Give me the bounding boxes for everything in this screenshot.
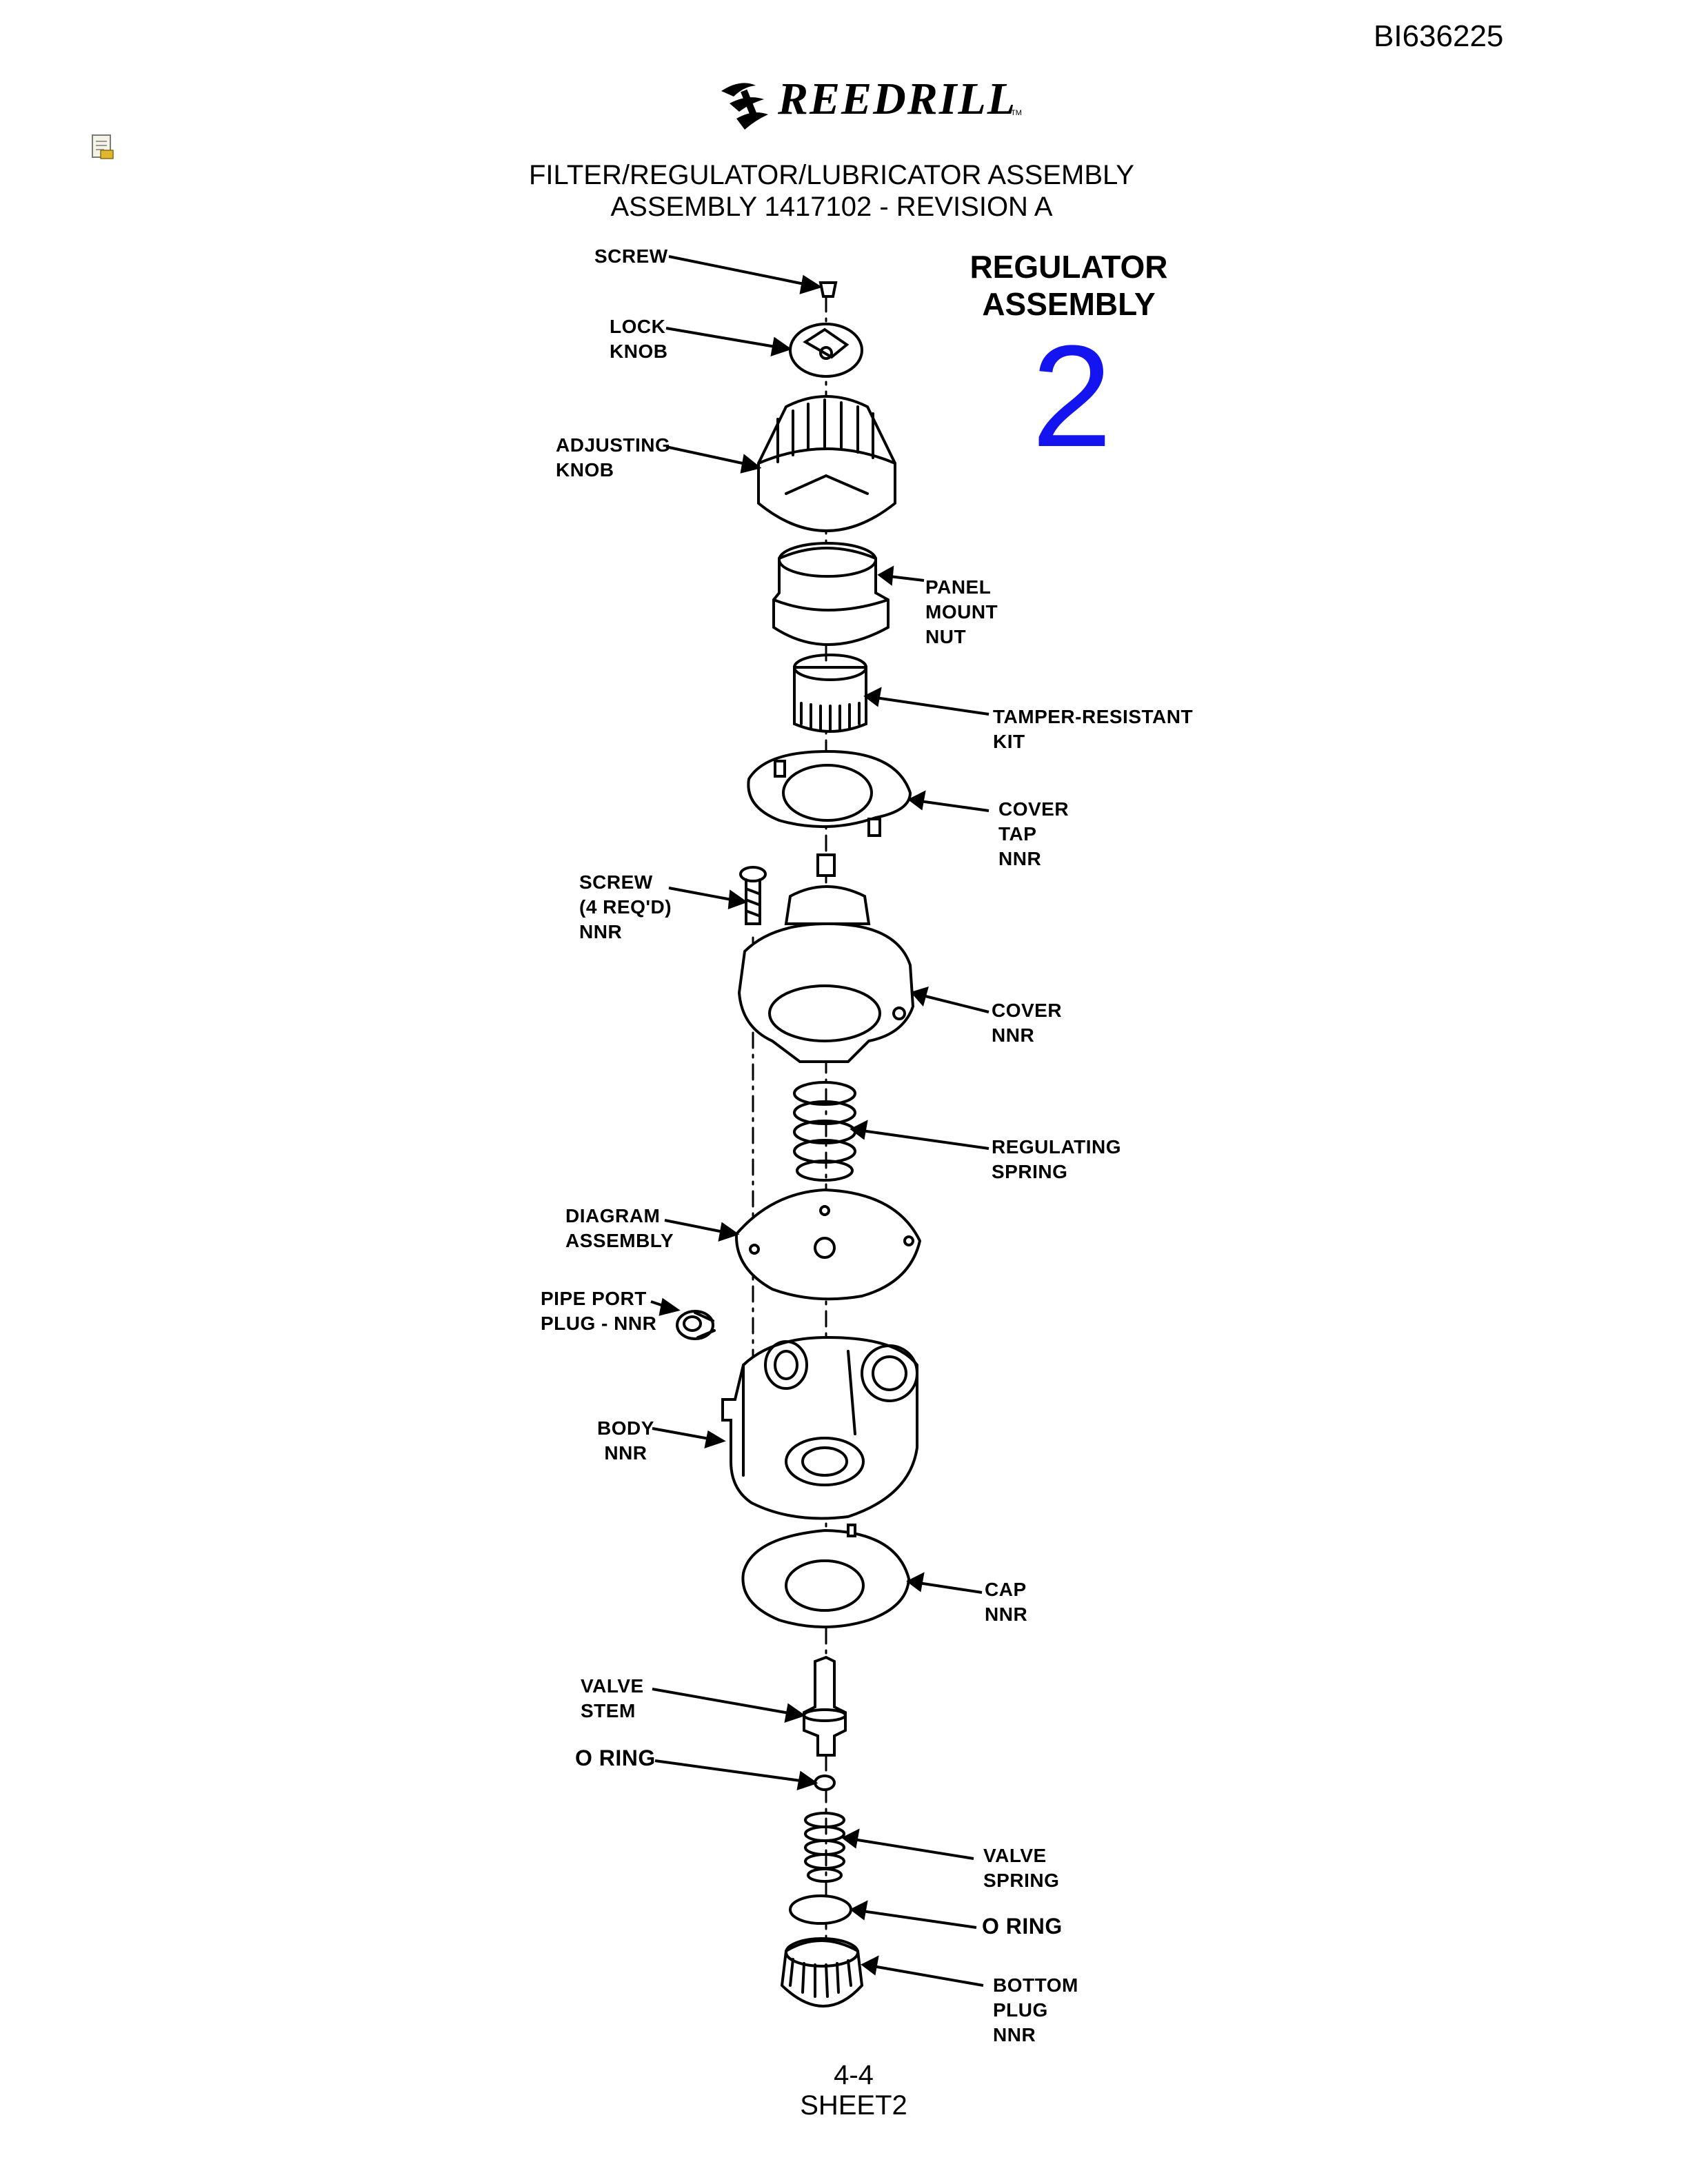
callout-line: KNOB xyxy=(556,459,614,481)
callout-line: VALVE xyxy=(983,1845,1047,1866)
callout-panel-mount-nut: PANEL MOUNT NUT xyxy=(925,575,998,649)
cover-tap-part xyxy=(747,749,912,837)
callout-line: LOCK xyxy=(610,316,666,337)
leader-lines xyxy=(650,255,989,1987)
callout-o-ring-1: O RING xyxy=(575,1746,656,1770)
assembly-subtitle: ASSEMBLY 1417102 - REVISION A xyxy=(610,192,1053,222)
callout-line: SCREW xyxy=(579,871,653,893)
callout-line: ADJUSTING xyxy=(556,434,671,456)
callout-body: BODY NNR xyxy=(597,1416,654,1466)
callout-line: NNR xyxy=(985,1604,1028,1625)
section-heading: REGULATOR ASSEMBLY xyxy=(965,248,1172,323)
callout-tamper-resistant-kit: TAMPER-RESISTANT KIT xyxy=(993,705,1193,754)
bottom-plug-part xyxy=(780,1937,864,2008)
callout-valve-spring: VALVE SPRING xyxy=(983,1843,1059,1893)
section-number: 2 xyxy=(1032,315,1112,477)
callout-cover: COVER NNR xyxy=(992,998,1062,1048)
callout-adjusting-knob: ADJUSTING KNOB xyxy=(556,433,670,483)
callout-line: PIPE PORT xyxy=(541,1288,647,1309)
trademark-mark: TM xyxy=(1011,109,1022,117)
tamper-resistant-kit-part xyxy=(793,654,867,733)
callout-line: STEM xyxy=(581,1700,636,1721)
callout-line: REGULATING xyxy=(992,1136,1122,1157)
brand-wordmark: REEDRILL xyxy=(778,74,1017,124)
document-id: BI636225 xyxy=(1374,19,1504,53)
callout-line: PLUG xyxy=(993,1999,1048,2021)
callout-line: COVER xyxy=(992,1000,1063,1021)
callout-o-ring-2: O RING xyxy=(982,1914,1063,1939)
o-ring-1-part xyxy=(814,1775,836,1791)
callout-cover-tap: COVER TAP NNR xyxy=(998,797,1069,871)
cap-part xyxy=(741,1524,911,1628)
callout-bottom-plug: BOTTOM PLUG NNR xyxy=(993,1973,1078,2048)
callout-line: PLUG - NNR xyxy=(541,1313,657,1334)
valve-spring-part xyxy=(804,1812,845,1883)
screw-part xyxy=(818,281,838,298)
callout-pipe-port-plug: PIPE PORT PLUG - NNR xyxy=(541,1286,656,1336)
diagram-assembly-part xyxy=(734,1188,922,1301)
callout-line: (4 REQ'D) xyxy=(579,896,672,918)
callout-cap: CAP NNR xyxy=(985,1577,1027,1627)
callout-line: DIAGRAM xyxy=(565,1205,661,1226)
callout-line: COVER xyxy=(998,798,1069,820)
callout-line: CAP xyxy=(985,1579,1027,1600)
callout-line: SCREW xyxy=(594,245,668,267)
callout-regulating-spring: REGULATING SPRING xyxy=(992,1135,1121,1184)
page-number: 4-4 xyxy=(834,2060,874,2090)
callout-line: VALVE xyxy=(581,1675,644,1697)
callout-line: NNR xyxy=(992,1024,1035,1046)
callout-line: O RING xyxy=(982,1914,1063,1939)
o-ring-2-part xyxy=(789,1894,852,1925)
callout-line: SPRING xyxy=(992,1161,1068,1182)
body-part xyxy=(721,1335,918,1520)
adjusting-knob-part xyxy=(757,395,896,532)
callout-diagram-assembly: DIAGRAM ASSEMBLY xyxy=(565,1204,674,1253)
cover-part xyxy=(737,853,915,1063)
callout-line: NUT xyxy=(925,626,967,647)
callout-line: KIT xyxy=(993,731,1025,752)
callout-valve-stem: VALVE STEM xyxy=(581,1674,644,1723)
valve-stem-part xyxy=(803,1655,847,1757)
lock-knob-part xyxy=(789,323,863,378)
callout-line: BODY xyxy=(597,1417,654,1439)
callout-line: MOUNT xyxy=(925,601,998,623)
note-icon[interactable] xyxy=(91,134,116,161)
reedrill-logo-icon xyxy=(716,76,771,132)
section-heading-line1: REGULATOR xyxy=(969,249,1168,285)
callout-screw: SCREW xyxy=(594,244,668,269)
callout-line: ASSEMBLY xyxy=(565,1230,674,1251)
callout-line: NNR xyxy=(604,1442,647,1464)
regulating-spring-part xyxy=(793,1081,856,1182)
callout-line: O RING xyxy=(575,1746,656,1770)
sheet-label: SHEET2 xyxy=(800,2090,907,2121)
callout-line: SPRING xyxy=(983,1870,1060,1891)
callout-lock-knob: LOCK KNOB xyxy=(610,314,667,364)
panel-mount-nut-part xyxy=(772,542,890,646)
callout-line: TAP xyxy=(998,823,1037,845)
callout-line: KNOB xyxy=(610,341,668,362)
callout-line: PANEL xyxy=(925,576,992,598)
callout-line: BOTTOM xyxy=(993,1974,1078,1996)
pipe-port-plug-part xyxy=(676,1310,716,1340)
callout-line: TAMPER-RESISTANT xyxy=(993,706,1194,727)
callout-line: NNR xyxy=(998,848,1042,869)
section-heading-line2: ASSEMBLY xyxy=(982,286,1156,322)
callout-line: NNR xyxy=(993,2024,1036,2045)
screw-4req-part xyxy=(739,866,767,925)
document-title: FILTER/REGULATOR/LUBRICATOR ASSEMBLY xyxy=(529,160,1134,190)
callout-line: NNR xyxy=(579,921,623,942)
callout-screw-4req: SCREW (4 REQ'D) NNR xyxy=(579,870,672,944)
